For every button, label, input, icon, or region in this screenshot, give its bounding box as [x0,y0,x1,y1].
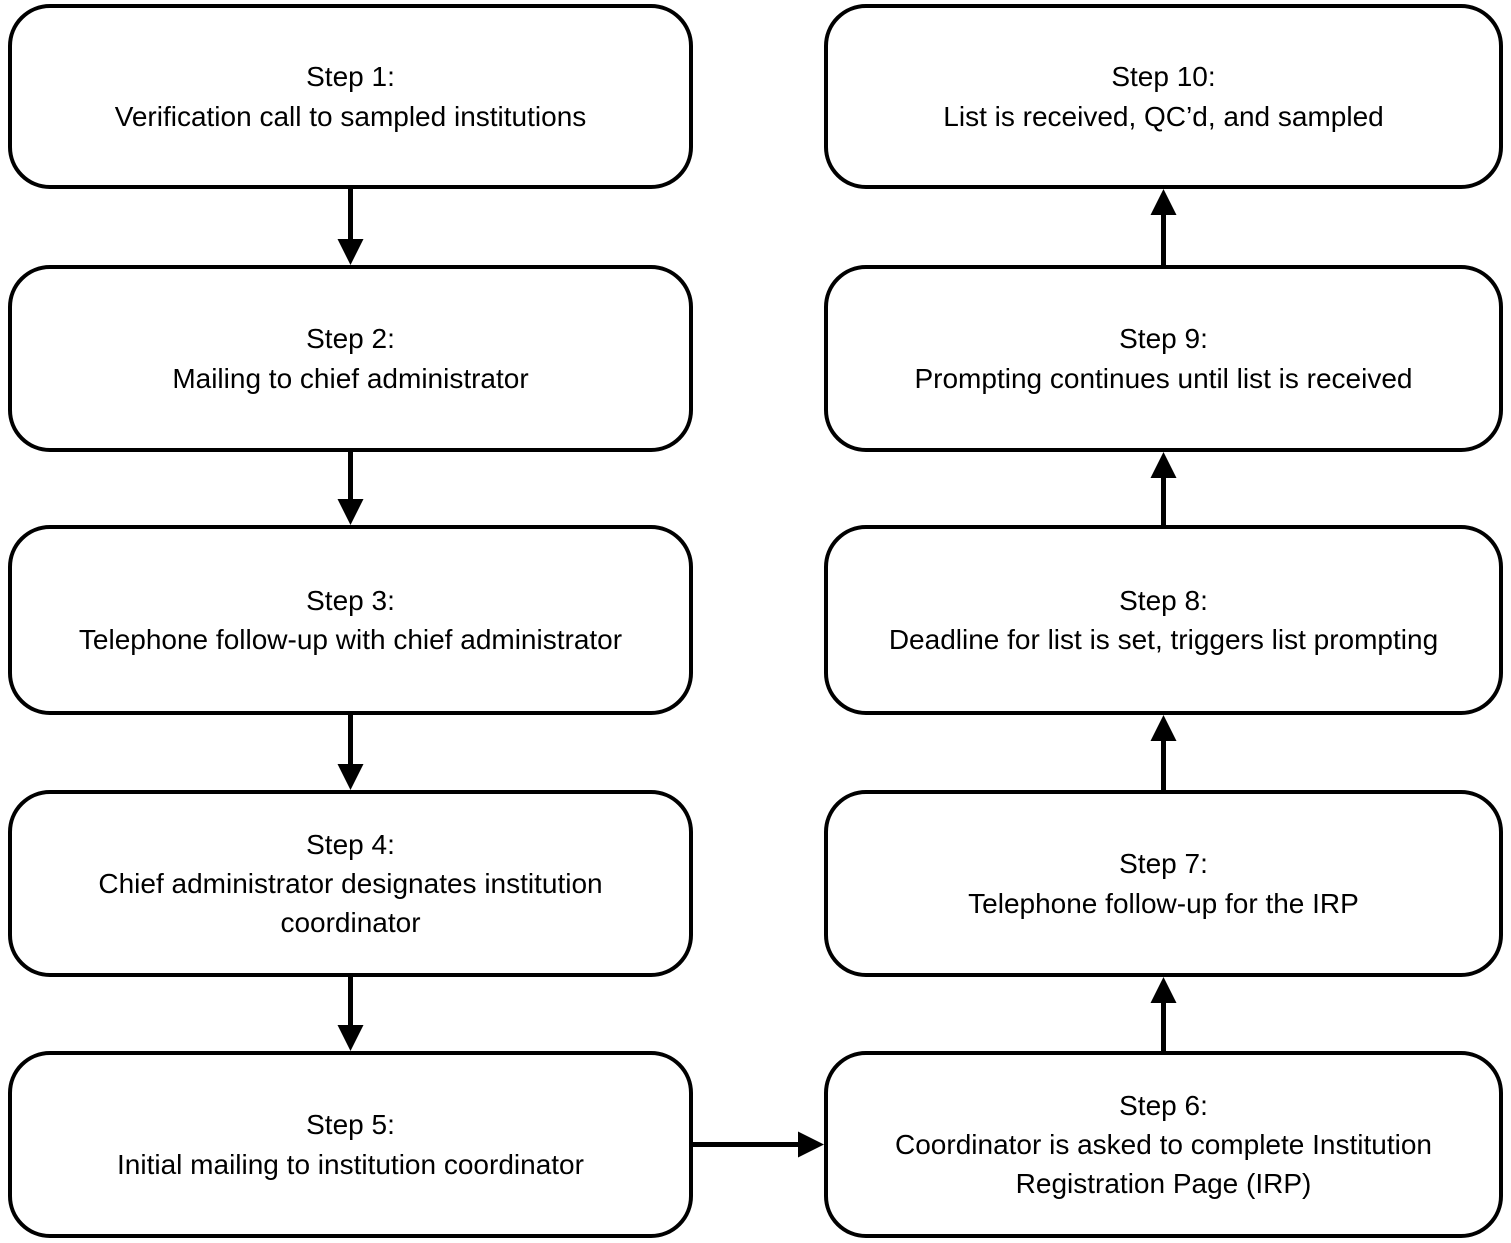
step-5-text: Initial mailing to institution coordinat… [117,1148,584,1180]
step-7-text: Telephone follow-up for the IRP [968,887,1359,919]
step-9-box: Step 9: Prompting continues until list i… [824,265,1503,452]
arrow-step-6-to-step-7 [1150,977,1177,1051]
step-1-box: Step 1: Verification call to sampled ins… [8,4,693,189]
step-8-text: Deadline for list is set, triggers list … [888,624,1439,655]
step-4-box: Step 4: Chief administrator designates i… [8,790,693,977]
arrow-step-5-to-step-6 [693,1131,824,1158]
step-6-box: Step 6: Coordinator is asked to complete… [824,1051,1503,1238]
step-10-label: Step 10: [1111,61,1216,93]
step-2-text: Mailing to chief administrator [172,362,529,394]
step-8-box: Step 8: Deadline for list is set, trigge… [824,525,1503,715]
step-1-text: Verification call to sampled institution… [114,100,587,132]
step-1-label: Step 1: [306,61,395,93]
step-10-box: Step 10: List is received, QC’d, and sam… [824,4,1503,189]
arrow-step-2-to-step-3 [337,452,364,525]
step-3-box: Step 3: Telephone follow-up with chief a… [8,525,693,715]
step-5-box: Step 5: Initial mailing to institution c… [8,1051,693,1238]
step-6-text: Coordinator is asked to complete Institu… [895,1128,1432,1200]
step-3-text: Telephone follow-up with chief administr… [78,624,623,655]
step-2-label: Step 2: [306,323,395,355]
step-5-label: Step 5: [306,1109,395,1141]
arrow-step-9-to-step-10 [1150,189,1177,265]
step-6-label: Step 6: [1119,1089,1208,1121]
step-4-label: Step 4: [306,828,395,860]
step-8-label: Step 8: [1119,584,1208,616]
step-9-label: Step 9: [1119,323,1208,355]
arrow-step-7-to-step-8 [1150,715,1177,790]
step-9-text: Prompting continues until list is receiv… [914,362,1413,394]
arrow-step-4-to-step-5 [337,977,364,1051]
arrow-step-3-to-step-4 [337,715,364,790]
step-2-box: Step 2: Mailing to chief administrator [8,265,693,452]
arrow-step-8-to-step-9 [1150,452,1177,525]
step-10-text: List is received, QC’d, and sampled [943,100,1384,132]
step-7-label: Step 7: [1119,848,1208,880]
step-4-text: Chief administrator designates instituti… [98,867,603,939]
step-3-label: Step 3: [306,584,395,616]
arrow-step-1-to-step-2 [337,189,364,265]
step-7-box: Step 7: Telephone follow-up for the IRP [824,790,1503,977]
